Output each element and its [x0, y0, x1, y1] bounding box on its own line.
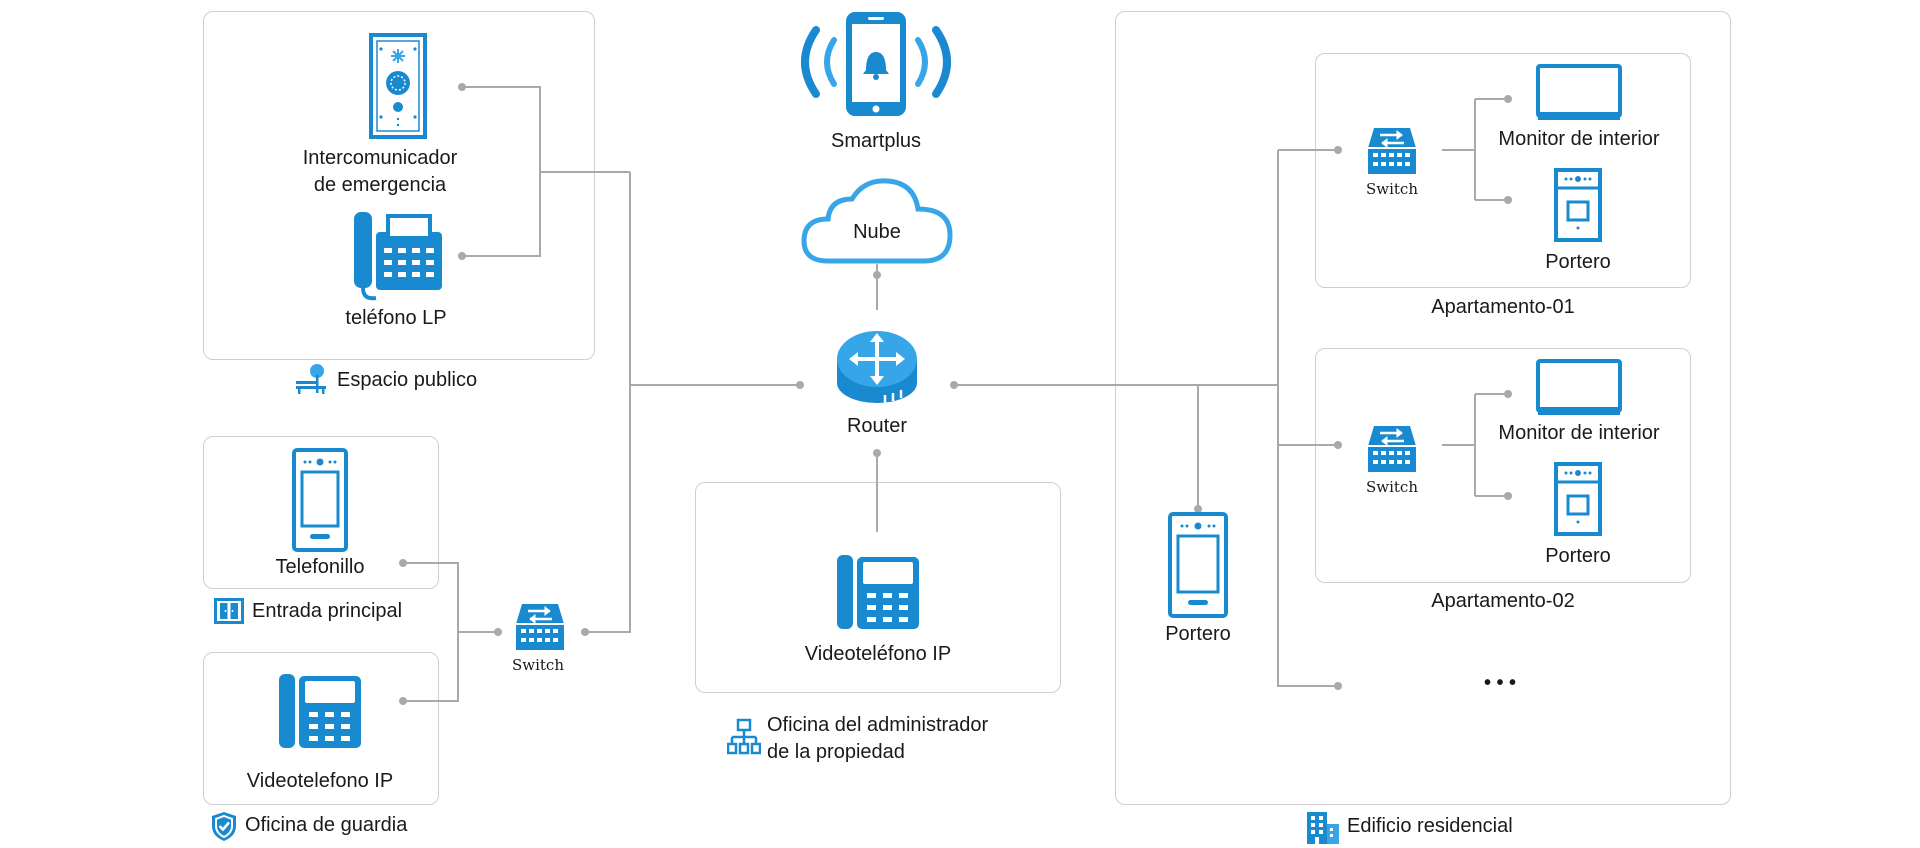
public-space-group-label: Espacio publico — [337, 369, 478, 391]
door-station-icon — [292, 448, 348, 552]
ip-video-phone-icon — [837, 555, 919, 629]
more-apartments-ellipsis: • • • — [1483, 672, 1517, 694]
building-portero-label: Portero — [1165, 623, 1231, 645]
residential-group-label: Edificio residencial — [1347, 815, 1513, 837]
apt1-monitor-label: Monitor de interior — [1498, 128, 1660, 150]
org-chart-icon — [727, 718, 761, 755]
apartment-door-station-icon — [1554, 462, 1602, 536]
residential-building-box — [1115, 11, 1731, 805]
building-icon — [1307, 812, 1339, 844]
apt2-monitor-label: Monitor de interior — [1498, 422, 1660, 444]
property-office-group-label-2: de la propiedad — [767, 741, 905, 763]
public-space-box — [203, 11, 595, 360]
emergency-intercom-label-1: Intercomunicador — [302, 147, 458, 169]
guard-videophone-label: Videotelefono IP — [246, 770, 394, 792]
office-videophone-label: Videoteléfono IP — [804, 643, 952, 665]
router-label: Router — [846, 415, 908, 437]
apartment-01-label: Apartamento-01 — [1431, 296, 1575, 318]
switch-icon — [1368, 128, 1416, 174]
router-icon — [837, 331, 917, 403]
door-icon — [214, 598, 244, 624]
door-station-icon — [1168, 512, 1228, 618]
shield-icon — [212, 812, 236, 841]
left-switch-label: Switch — [511, 656, 564, 674]
line-left-trunk — [585, 172, 631, 633]
cloud-icon — [801, 178, 953, 264]
guard-office-group-label: Oficina de guardia — [245, 814, 408, 836]
switch-icon — [1368, 426, 1416, 472]
park-bench-icon — [296, 364, 326, 394]
apt2-portero-label: Portero — [1545, 545, 1611, 567]
smartplus-label: Smartplus — [830, 130, 922, 152]
indoor-monitor-icon — [1536, 359, 1622, 415]
smartphone-bell-icon — [801, 12, 951, 116]
apt1-switch-label: Switch — [1365, 180, 1418, 198]
guard-office-box — [203, 652, 439, 805]
cloud-label: Nube — [853, 221, 901, 243]
emergency-intercom-label-2: de emergencia — [313, 174, 447, 196]
apartment-01-box — [1315, 53, 1691, 288]
fax-phone-icon — [354, 212, 442, 301]
ip-video-phone-icon — [279, 674, 361, 748]
line-entrance-guard — [403, 562, 459, 702]
apartment-02-label: Apartamento-02 — [1431, 590, 1575, 612]
main-entrance-group-label: Entrada principal — [252, 600, 403, 622]
apt1-portero-label: Portero — [1545, 251, 1611, 273]
apt2-switch-label: Switch — [1365, 478, 1418, 496]
line-residential-trunk — [1277, 150, 1338, 687]
emergency-intercom-icon — [369, 33, 427, 139]
switch-icon — [516, 604, 564, 650]
main-entrance-box — [203, 436, 439, 589]
apartment-door-station-icon — [1554, 168, 1602, 242]
telefonillo-label: Telefonillo — [275, 556, 365, 578]
apartment-02-box — [1315, 348, 1691, 583]
indoor-monitor-icon — [1536, 64, 1622, 120]
lp-phone-label: teléfono LP — [345, 307, 447, 329]
property-office-group-label-1: Oficina del administrador — [767, 714, 989, 736]
